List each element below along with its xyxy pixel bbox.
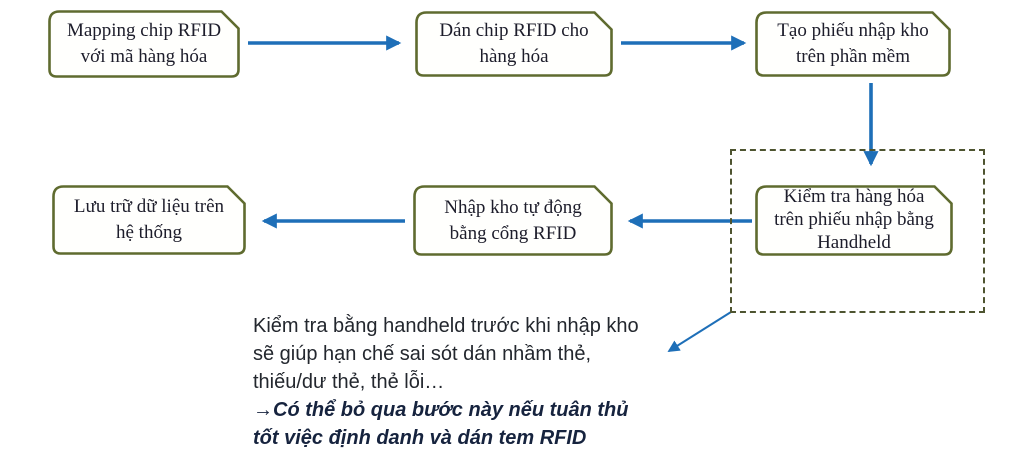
node-mapping-chip-label: Mapping chip RFID với mã hàng hóa — [66, 20, 222, 67]
node-mapping-chip: Mapping chip RFID với mã hàng hóa — [48, 10, 240, 78]
node-luu-tru: Lưu trữ dữ liệu trên hệ thống — [52, 185, 246, 255]
node-kiem-tra-handheld-label: Kiểm tra hàng hóa trên phiếu nhập bằng H… — [774, 186, 934, 253]
node-tao-phieu-label: Tạo phiếu nhập kho trên phần mềm — [777, 20, 929, 67]
node-nhap-kho-rfid-label: Nhập kho tự động bằng cổng RFID — [444, 196, 582, 244]
node-dan-chip-label: Dán chip RFID cho hàng hóa — [439, 20, 589, 67]
node-shape — [52, 185, 246, 255]
note-text: Kiểm tra bằng handheld trước khi nhập kh… — [253, 315, 639, 393]
node-nhap-kho-rfid: Nhập kho tự động bằng cổng RFID — [413, 185, 613, 256]
note-emphasis-text: →Có thể bỏ qua bước này nếu tuân thủ tốt… — [253, 399, 629, 449]
node-shape — [413, 185, 613, 256]
node-tao-phieu: Tạo phiếu nhập kho trên phần mềm — [755, 11, 951, 77]
note-block: Kiểm tra bằng handheld trước khi nhập kh… — [253, 312, 693, 452]
optional-step-outline — [730, 149, 985, 313]
node-dan-chip: Dán chip RFID cho hàng hóa — [415, 11, 613, 77]
node-luu-tru-label: Lưu trữ dữ liệu trên hệ thống — [73, 196, 225, 243]
node-shape — [755, 11, 951, 77]
node-shape — [755, 185, 953, 256]
node-shape — [415, 11, 613, 77]
node-kiem-tra-handheld: Kiểm tra hàng hóa trên phiếu nhập bằng H… — [755, 185, 953, 256]
node-shape — [48, 10, 240, 78]
